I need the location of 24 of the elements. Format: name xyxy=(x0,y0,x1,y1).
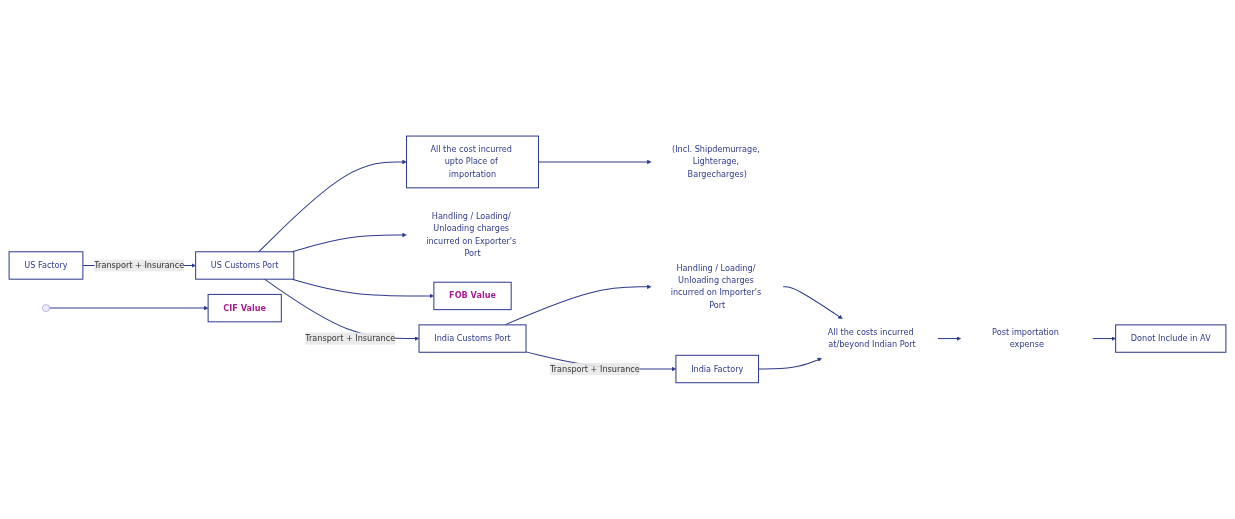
node-text: Handling / Loading/ Unloading charges incurred on Exporter's Port xyxy=(426,211,517,258)
node-text: (Incl. Shipdemurrage, Lighterage, Bargecharges) xyxy=(672,144,760,179)
node-box: All the cost incurred upto Place of importation xyxy=(406,135,539,189)
node-box: India Factory xyxy=(675,354,760,384)
node-box: FOB Value xyxy=(433,281,512,311)
node-box: Donot Include in AV xyxy=(1115,324,1227,353)
node-text: Handling / Loading/ Unloading charges incurred on Importer's Port xyxy=(670,263,762,310)
edge-label: Transport + Insurance xyxy=(549,364,640,374)
arrow xyxy=(258,159,407,253)
arrow xyxy=(782,286,843,320)
arrow xyxy=(1092,336,1116,341)
node-text: Post importation expense xyxy=(992,327,1059,350)
arrow xyxy=(538,159,652,165)
edge-label: Transport + Insurance xyxy=(94,260,185,271)
node-box: US Factory xyxy=(8,251,84,280)
node-box: US Customs Port xyxy=(195,251,295,280)
node-box: India Customs Port xyxy=(418,324,527,353)
node-box: CIF Value xyxy=(207,294,282,323)
edge-label: Transport + Insurance xyxy=(305,333,396,344)
arrow xyxy=(291,232,407,253)
arrow xyxy=(937,336,962,341)
node-text: All the costs incurred at/beyond Indian Port xyxy=(827,327,916,350)
arrow xyxy=(49,306,209,311)
arrow xyxy=(758,357,822,370)
